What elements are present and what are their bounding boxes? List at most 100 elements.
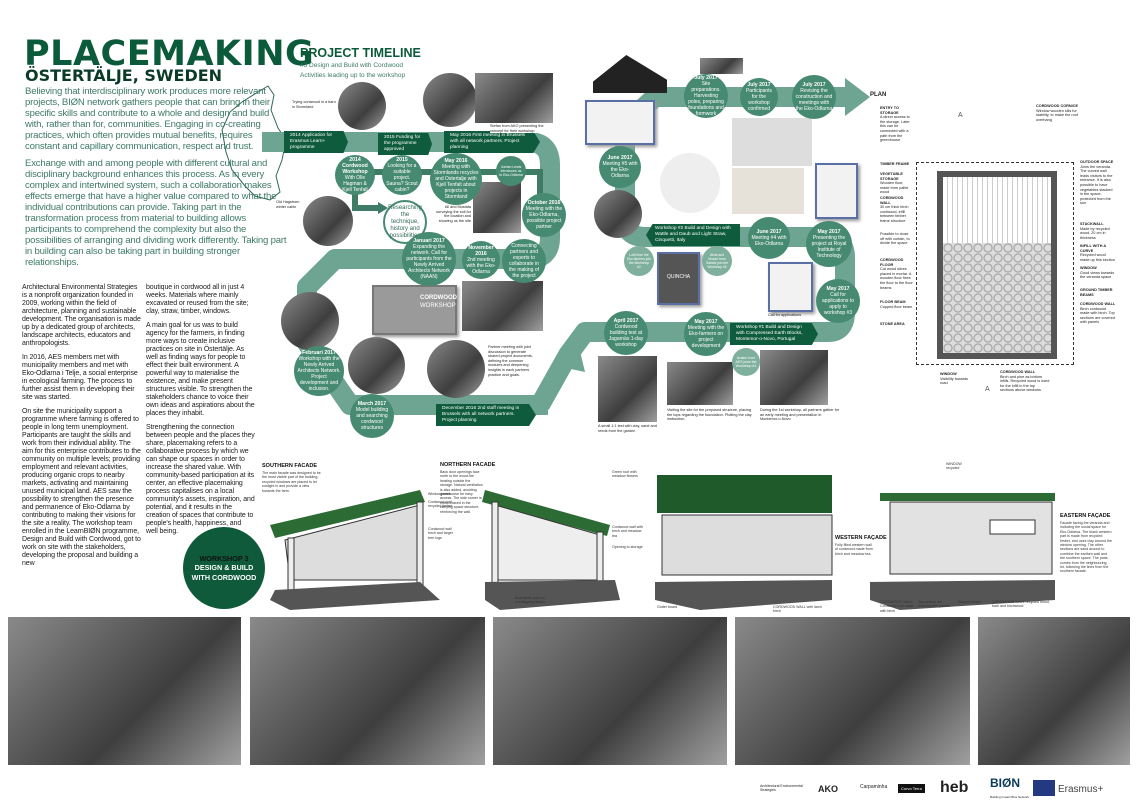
event-text: Call for applications to apply to worksh… <box>822 292 854 316</box>
facade-label: WINDOW recycled <box>946 462 962 471</box>
facade-text: Fully filled western wall of cordwood ma… <box>835 543 873 556</box>
body-paragraph: boutique in cordwood all in just 4 weeks… <box>146 284 249 315</box>
event-text: Meeting #5 with the Eko-Odlarna <box>602 161 638 179</box>
page-subtitle: ÖSTERTÄLJE, SWEDEN <box>25 66 223 85</box>
plan-label: GROUND TIMBER BEAMS <box>1080 288 1113 297</box>
photo-grid <box>475 73 553 123</box>
event-text: Jordan Lewis introduces us to Eko-Odlarn… <box>499 165 523 177</box>
workshop-photo <box>8 617 241 765</box>
event-text: Meeting with the Eko-Odlarna, possible p… <box>525 206 563 230</box>
facade-drawings <box>270 475 1055 610</box>
timeline-subtitle: #3 Design and Build with Cordwood <box>300 62 403 69</box>
workshop-photo <box>493 617 727 765</box>
sketch-photo <box>732 168 804 214</box>
facade-label: Green roof with meadow flowers <box>612 470 638 479</box>
timeline-banner: Workshop #2 Build and Design with Wattle… <box>646 224 740 246</box>
timeline-banner: December 2016 2nd staff meeting in Bruss… <box>436 404 536 426</box>
facade-title: SOUTHERN FACADE <box>262 463 318 469</box>
logo-erasmus: Erasmus+ <box>1058 784 1104 795</box>
plan-label: STONE AREA <box>880 322 905 326</box>
photo-caption: Visiting the site for the proposed struc… <box>667 408 752 422</box>
facade-label: Cordwood wall with birch and meadow tea <box>612 525 643 538</box>
facade-label: Cordwood wall birch and larger tree logs <box>428 527 453 540</box>
photo <box>423 73 477 127</box>
badge-line: WORKSHOP 3 <box>199 553 249 563</box>
sketch-photo <box>732 118 812 166</box>
event-text: Meeting #4 with Eko-Odlarna <box>751 235 787 247</box>
facade-title: NORTHERN FACADE <box>440 462 496 468</box>
event-date: 2014 Cordwood Workshop <box>342 157 368 175</box>
event-date: June 2017 <box>607 155 633 161</box>
sweden-map-icon <box>221 85 287 201</box>
event-date: Januari 2017 <box>413 238 445 244</box>
southern-facade-drawing <box>270 490 440 610</box>
facade-label: Cordwood wall recycled timber <box>428 500 453 509</box>
event-date: July 2017 <box>747 82 771 88</box>
plan-title: PLAN <box>870 92 887 98</box>
photo-caption: Partner meeting with joint discussion to… <box>488 345 533 377</box>
photo-caption: Stefan from AKO presenting the concept f… <box>490 124 550 134</box>
facade-label: CORDWOOD WALL Cordwood wall made with bi… <box>880 600 914 613</box>
photo-caption: Old Hagstrom winter cabin <box>276 200 300 209</box>
facade-title: WESTERN FAÇADE <box>835 535 887 541</box>
eu-flag-icon <box>1033 780 1055 796</box>
badge-line: DESIGN & BUILD <box>194 563 254 573</box>
drawing-sheet <box>585 100 655 145</box>
section-marker: A <box>985 386 990 393</box>
floor-plan-drawing <box>916 162 1074 365</box>
flyer <box>815 163 858 219</box>
facade-text: Facade facing the veranda and including … <box>1060 521 1112 574</box>
event-date: April 2017 <box>613 318 639 324</box>
badge-line: WITH CORDWOOD <box>191 572 257 582</box>
intro-paragraph: Believing that interdisciplinary work pr… <box>25 86 270 152</box>
facade-label: Ground timber <box>958 600 981 604</box>
event-text: Presenting the project at Royal Institut… <box>811 235 847 259</box>
photo <box>473 182 521 233</box>
photo-caption: A small 1:1 test with clay, sand and ree… <box>598 424 657 433</box>
event-text: With Olle Hagman & Kjell Tenfalt <box>342 175 368 193</box>
photo-caption: Trying cordwood in a barn in Stormland <box>292 100 336 109</box>
plan-label: TIMBER FRAME <box>880 162 910 166</box>
event-text: Revising the construction and meetings w… <box>795 88 833 112</box>
logo-bion-tagline: Building Impact Bios Network <box>990 795 1030 799</box>
facade-label: CORDWOOD WALL recycled wood, bark and bi… <box>992 600 1050 609</box>
photo-caption: Ali and Mustafa surveying the soil for t… <box>436 205 471 223</box>
facade-label: Top section are covered with panels <box>918 600 950 609</box>
eastern-facade-drawing <box>870 493 1055 610</box>
photo <box>338 82 386 130</box>
workshop-photo <box>978 617 1130 765</box>
event-date: 2015 <box>396 157 408 163</box>
northern-facade-drawing <box>482 490 620 610</box>
intro-paragraph: Exchange with and among people with diff… <box>25 158 287 268</box>
facade-label: CORDWOOD WALL with larch birch <box>773 605 822 614</box>
event-date: May 2017 <box>826 286 850 292</box>
facade-text: The main facade was designed to be the m… <box>262 471 321 493</box>
logo-bion: BIØN <box>990 776 1020 790</box>
event-date: July 2017 <box>802 82 826 88</box>
facade-label: Windowpanes <box>428 492 451 496</box>
logo-heb: heb <box>940 779 969 796</box>
logo-ako: AKO <box>818 784 838 794</box>
photo <box>760 350 828 405</box>
cordwood-flyer: CORDWOOD WORKSHOP <box>372 285 457 335</box>
timeline-event: Lotti from the Eko farmers join the Work… <box>624 246 654 276</box>
event-text: Researching the technique, history and p… <box>388 204 422 239</box>
event-text: Ahdo and Mozart from Sabatz join the Wor… <box>706 253 728 269</box>
photo <box>594 190 642 238</box>
event-text: Model building and searching cordwood st… <box>355 407 389 431</box>
event-text: 2nd meeting with the Eko-Odlarna <box>466 257 496 275</box>
workshop-photo <box>735 617 970 765</box>
event-text: Site preparations. Harvesting poles, pre… <box>688 81 724 117</box>
timeline-event: Ahdo and Mozart from Sabatz join the Wor… <box>702 246 732 276</box>
